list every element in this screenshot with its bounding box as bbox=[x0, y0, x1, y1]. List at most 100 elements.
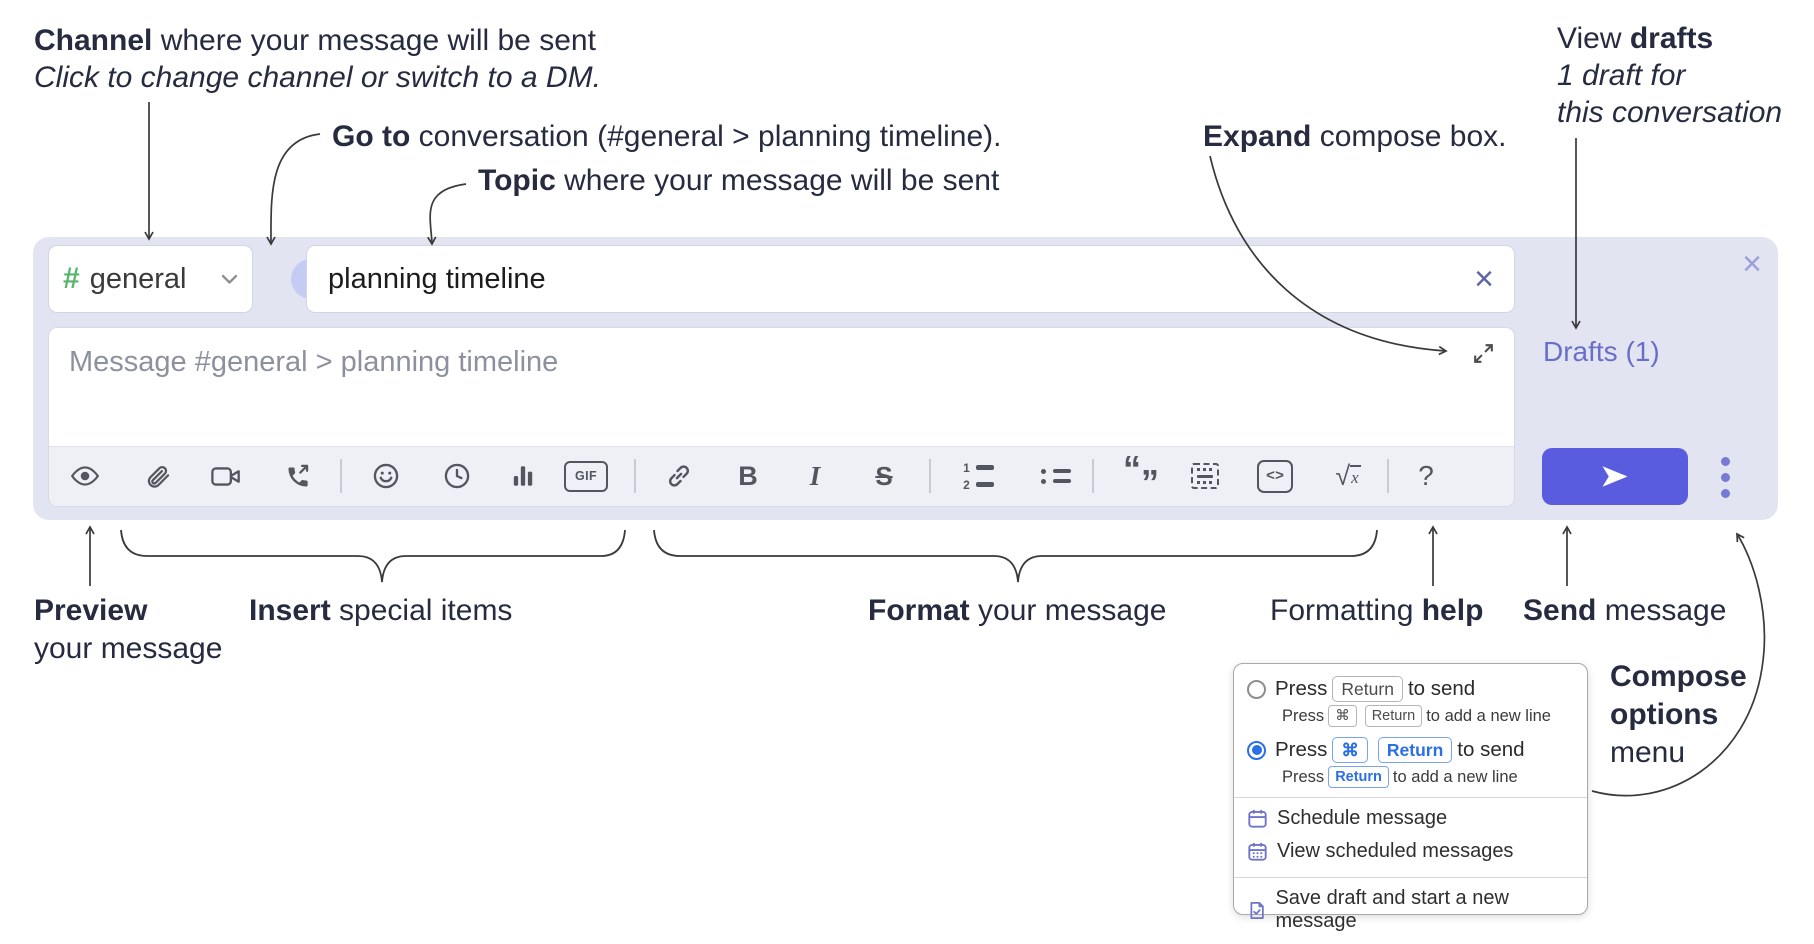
key-badge-return-blue: Return bbox=[1377, 737, 1453, 763]
option2-press: Press bbox=[1275, 738, 1328, 761]
annotation-insert: Insert special items bbox=[249, 592, 512, 629]
quote-button[interactable]: “” bbox=[1121, 448, 1161, 503]
key-badge-return-blue: Return bbox=[1328, 766, 1389, 788]
annotation-format-rest: your message bbox=[969, 594, 1167, 627]
menu-item-save-draft[interactable]: Save draft and start a new message bbox=[1247, 882, 1572, 938]
menu-item-view-scheduled[interactable]: View scheduled messages bbox=[1247, 835, 1572, 868]
formatting-help-button[interactable]: ? bbox=[1408, 458, 1444, 494]
math-button[interactable]: √x bbox=[1328, 458, 1368, 494]
compose-options-button[interactable] bbox=[1709, 450, 1741, 504]
poll-button[interactable] bbox=[505, 458, 541, 494]
annotation-format-bold: Format bbox=[868, 594, 970, 627]
option1-sub-suffix: to add a new line bbox=[1426, 706, 1551, 725]
option-cmd-enter-to-send[interactable]: Press ⌘ Return to send bbox=[1247, 737, 1572, 763]
strikethrough-icon: S bbox=[875, 460, 893, 491]
channel-hash-icon: # bbox=[63, 262, 80, 295]
annotation-send: Send message bbox=[1523, 592, 1726, 629]
annotation-channel-rest: where your message will be sent bbox=[152, 24, 596, 57]
annotation-preview-bold: Preview bbox=[34, 594, 148, 627]
menu-divider bbox=[1234, 877, 1587, 878]
key-badge-return: Return bbox=[1364, 705, 1423, 727]
clear-topic-button[interactable]: × bbox=[1466, 262, 1514, 296]
message-box: GIF B I S bbox=[48, 327, 1515, 507]
menu-divider bbox=[1234, 797, 1587, 798]
close-compose-button[interactable]: × bbox=[1738, 243, 1766, 285]
code-button[interactable]: <> bbox=[1257, 458, 1293, 494]
option1-press: Press bbox=[1275, 677, 1328, 700]
video-call-button[interactable] bbox=[208, 458, 244, 494]
spoiler-button[interactable] bbox=[1187, 458, 1223, 494]
topic-input[interactable] bbox=[307, 262, 1467, 296]
annotation-format: Format your message bbox=[868, 592, 1166, 629]
annotation-send-bold: Send bbox=[1523, 594, 1597, 627]
annotation-view-drafts-line2: 1 draft for bbox=[1557, 59, 1686, 92]
annotation-expand-rest: compose box. bbox=[1311, 120, 1507, 153]
quote-icon: “” bbox=[1123, 448, 1159, 503]
question-mark-icon: ? bbox=[1418, 460, 1434, 491]
brace-format bbox=[653, 529, 1378, 583]
eye-icon bbox=[70, 466, 100, 486]
annotation-formatting-help-pre: Formatting bbox=[1270, 594, 1422, 627]
annotation-compose-options-line1: Compose bbox=[1610, 660, 1747, 693]
message-input[interactable] bbox=[49, 328, 1514, 446]
gif-button[interactable]: GIF bbox=[564, 458, 608, 494]
clock-icon bbox=[444, 463, 470, 489]
math-sqrt-icon: √x bbox=[1335, 460, 1361, 491]
annotation-send-rest: message bbox=[1596, 594, 1727, 627]
annotation-formatting-help: Formatting help bbox=[1270, 592, 1483, 629]
line-go-to bbox=[266, 133, 321, 246]
radio-unselected-icon[interactable] bbox=[1247, 679, 1266, 699]
channel-name: general bbox=[89, 262, 187, 295]
link-button[interactable] bbox=[661, 458, 697, 494]
global-time-button[interactable] bbox=[439, 458, 475, 494]
annotation-channel: Channel where your message will be sent … bbox=[34, 22, 601, 96]
menu-item-schedule-message[interactable]: Schedule message bbox=[1247, 802, 1572, 835]
compose-toolbar: GIF B I S bbox=[49, 446, 1514, 506]
menu-item-label: View scheduled messages bbox=[1277, 840, 1514, 862]
expand-diagonal-icon bbox=[1474, 344, 1493, 363]
radio-selected-icon[interactable] bbox=[1247, 740, 1266, 760]
option2-sub-suffix: to add a new line bbox=[1392, 767, 1518, 786]
annotation-go-to: Go to conversation (#general > planning … bbox=[332, 118, 1002, 155]
annotation-compose-options-line3: menu bbox=[1610, 736, 1686, 769]
emoji-button[interactable] bbox=[368, 458, 404, 494]
topic-input-wrapper: × bbox=[306, 245, 1515, 313]
paperclip-icon bbox=[147, 465, 169, 488]
menu-item-label: Schedule message bbox=[1277, 807, 1448, 829]
preview-button[interactable] bbox=[67, 458, 103, 494]
attach-file-button[interactable] bbox=[140, 458, 176, 494]
option-enter-to-send[interactable]: Press Return to send bbox=[1247, 676, 1572, 702]
annotation-preview: Preview your message bbox=[34, 592, 222, 668]
annotation-go-to-bold: Go to bbox=[332, 120, 411, 153]
annotation-formatting-help-bold: help bbox=[1421, 594, 1484, 627]
code-icon: <> bbox=[1257, 459, 1293, 493]
annotation-compose-options: Compose options menu bbox=[1610, 658, 1747, 772]
phone-call-icon bbox=[288, 464, 308, 487]
numbered-list-button[interactable]: 1 2 bbox=[960, 458, 996, 494]
spoiler-icon bbox=[1191, 463, 1219, 489]
strikethrough-button[interactable]: S bbox=[866, 458, 902, 494]
channel-selector[interactable]: # general bbox=[48, 245, 253, 313]
option1-sub-press: Press bbox=[1282, 706, 1325, 725]
voice-call-button[interactable] bbox=[279, 458, 315, 494]
send-paper-plane-icon bbox=[1602, 466, 1628, 487]
ellipsis-icon bbox=[1720, 456, 1730, 466]
annotation-preview-line2: your message bbox=[34, 632, 223, 665]
key-badge-cmd-blue: ⌘ bbox=[1332, 737, 1368, 763]
option-enter-to-send-subtext: Press ⌘ Return to add a new line bbox=[1282, 705, 1572, 727]
smiley-icon bbox=[373, 463, 399, 489]
annotation-view-drafts-line3: this conversation bbox=[1557, 96, 1783, 129]
line-topic bbox=[427, 183, 467, 246]
option2-suffix: to send bbox=[1457, 738, 1525, 761]
italic-icon: I bbox=[809, 460, 821, 491]
compose-box-panel: # general × × bbox=[33, 237, 1778, 520]
drafts-link[interactable]: Drafts (1) bbox=[1543, 336, 1660, 367]
bold-icon: B bbox=[738, 460, 758, 491]
toolbar-divider bbox=[929, 459, 931, 493]
expand-compose-button[interactable] bbox=[1469, 339, 1498, 371]
send-button[interactable] bbox=[1542, 448, 1688, 505]
annotation-topic-rest: where your message will be sent bbox=[555, 164, 1000, 197]
bulleted-list-button[interactable] bbox=[1037, 458, 1073, 494]
bold-button[interactable]: B bbox=[730, 458, 766, 494]
italic-button[interactable]: I bbox=[797, 458, 833, 494]
